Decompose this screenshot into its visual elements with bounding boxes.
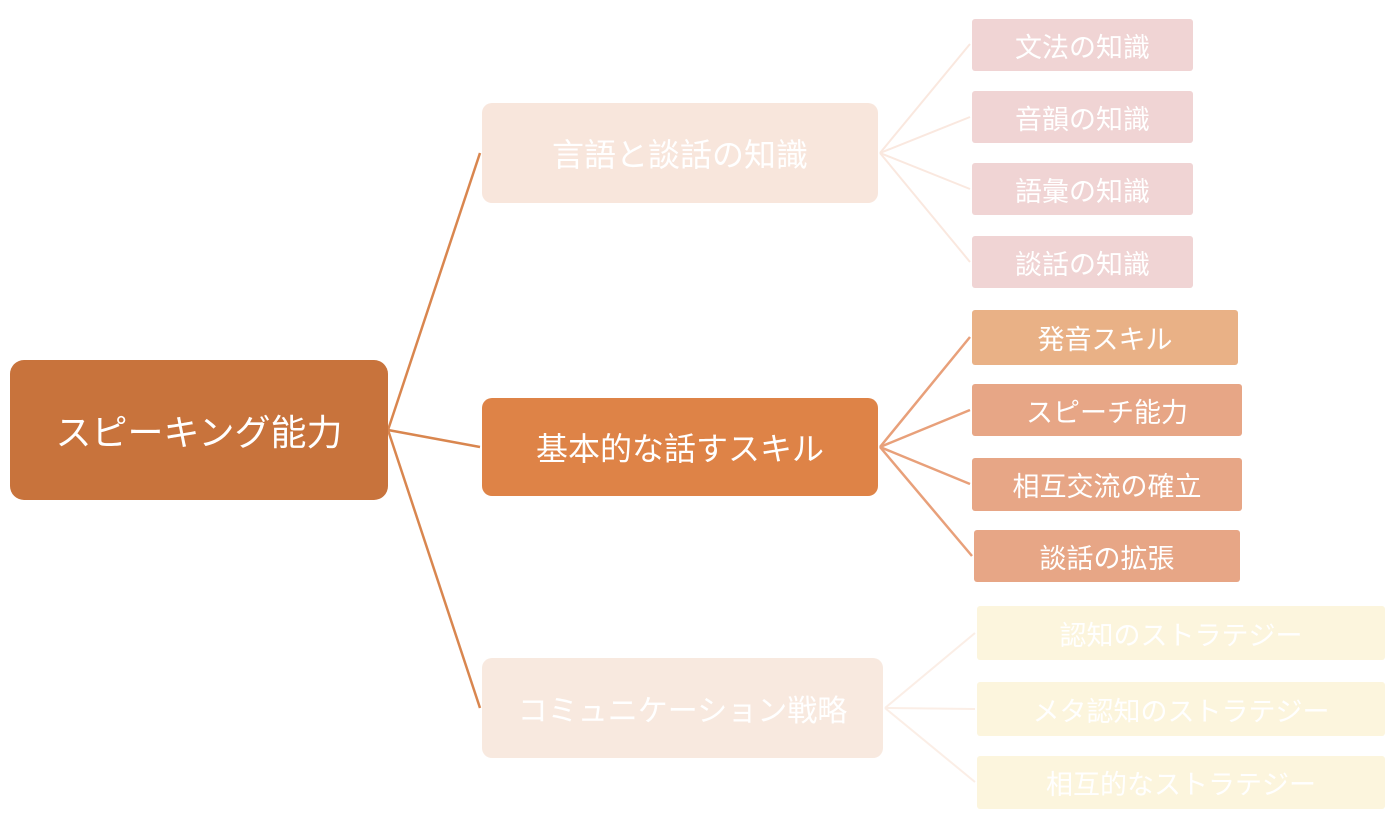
- leaf-discourse-knowledge: 談話の知識: [972, 236, 1193, 288]
- connector-b3-leaf-3: [884, 707, 976, 783]
- connector-root-branch-3: [386, 429, 482, 709]
- leaf-discourse-extension: 談話の拡張: [974, 530, 1240, 582]
- connector-root-branch-1: [386, 152, 482, 431]
- leaf-cognitive-strategy: 認知のストラテジー: [977, 606, 1385, 660]
- connector-b1-leaf-2: [879, 116, 971, 154]
- connector-b2-leaf-2: [879, 408, 971, 449]
- leaf-grammar-knowledge: 文法の知識: [972, 19, 1193, 71]
- leaf-vocabulary-knowledge: 語彙の知識: [972, 163, 1193, 215]
- leaf-metacognitive-strategy: メタ認知のストラテジー: [977, 682, 1385, 736]
- leaf-speech-ability: スピーチ能力: [972, 384, 1242, 436]
- root-node: スピーキング能力: [10, 360, 388, 500]
- branch-basic-skills: 基本的な話すスキル: [482, 398, 878, 496]
- connector-b3-leaf-2: [884, 707, 976, 710]
- branch-communication-strategies: コミュニケーション戦略: [482, 658, 883, 758]
- connector-root-branch-2: [387, 428, 481, 449]
- connector-b2-leaf-4: [879, 446, 973, 557]
- leaf-phonology-knowledge: 音韻の知識: [972, 91, 1193, 143]
- leaf-pronunciation-skill: 発音スキル: [972, 310, 1238, 365]
- connector-b2-leaf-3: [879, 445, 971, 486]
- connector-b3-leaf-1: [884, 632, 976, 709]
- leaf-interaction-establishment: 相互交流の確立: [972, 458, 1242, 511]
- connector-b1-leaf-3: [879, 152, 971, 190]
- connector-b1-leaf-1: [879, 43, 971, 154]
- connector-b2-leaf-1: [879, 336, 971, 448]
- branch-knowledge: 言語と談話の知識: [482, 103, 878, 203]
- leaf-interactive-strategy: 相互的なストラテジー: [977, 756, 1385, 809]
- connector-b1-leaf-4: [879, 152, 971, 263]
